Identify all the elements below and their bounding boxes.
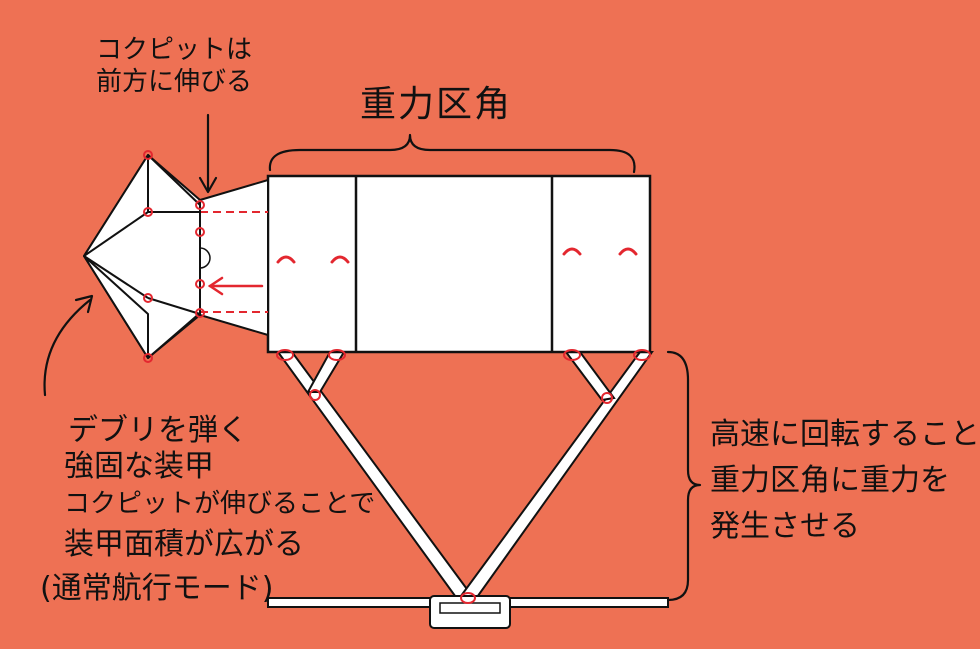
armor-note-line5: (通常航行モード)	[40, 571, 274, 606]
gravity-section-body	[266, 174, 652, 354]
gravity-section-title: 重力区角	[360, 84, 513, 125]
bottom-rail	[267, 592, 669, 629]
armor-pointer-arrow	[43, 298, 92, 397]
truss-brace	[666, 350, 702, 602]
rotation-note-line3: 発生させる	[710, 509, 860, 544]
armor-joints	[143, 150, 205, 363]
armor-note-line1: デブリを弾く	[68, 413, 248, 448]
rotation-marks	[276, 247, 638, 264]
joint-circles	[276, 349, 651, 404]
cockpit-note-line2: 前方に伸びる	[96, 67, 253, 97]
annotation-strokes	[43, 113, 702, 602]
rotation-note-line1: 高速に回転することで	[710, 417, 980, 452]
gravity-brace	[268, 133, 636, 174]
front-armor	[83, 154, 201, 359]
truss-legs	[276, 351, 654, 601]
armor-note-line4: 装甲面積が広がる	[64, 527, 304, 562]
extend-arrow	[207, 276, 264, 296]
rotation-note-line2: 重力区角に重力を	[710, 463, 950, 498]
armor-note-line3: コクピットが伸びることで	[64, 489, 376, 519]
armor-note-line2: 強固な装甲	[64, 449, 214, 484]
cockpit-note-line1: コクピットは	[96, 35, 253, 65]
